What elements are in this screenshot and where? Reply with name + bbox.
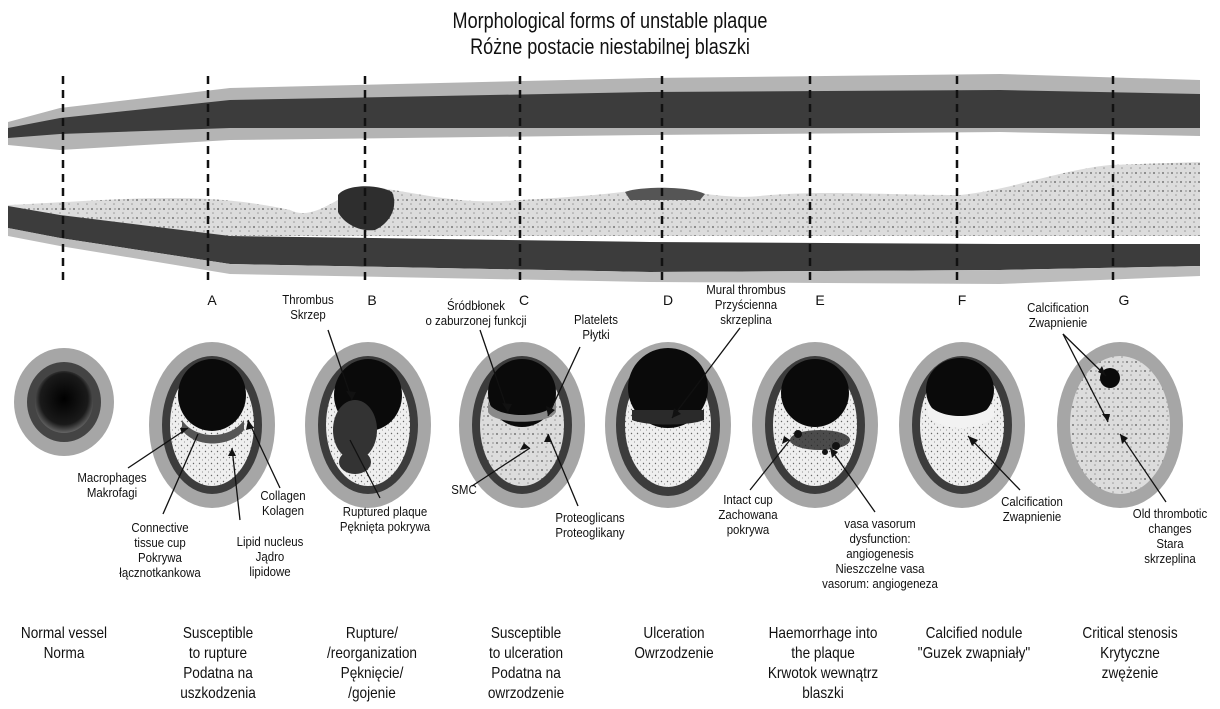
label-calcification-g: CalcificationZwapnienie: [1027, 300, 1089, 330]
stage-calcified-nodule: Calcified nodule"Guzek zwapniały": [918, 624, 1030, 664]
section-letter-b: B: [367, 292, 376, 308]
label-endothelium: Śródbłoneko zaburzonej funkcji: [425, 298, 526, 328]
label-mural-thrombus: Mural thrombusPrzyściennaskrzeplina: [706, 282, 785, 327]
stage-rupture: Rupture//reorganizationPęknięcie//gojeni…: [327, 624, 417, 704]
cross-section-a: [149, 342, 275, 508]
cross-section-f: [899, 342, 1025, 508]
label-ruptured-plaque: Ruptured plaquePęknięta pokrywa: [340, 504, 430, 534]
label-vasa-vasorum: vasa vasorumdysfunction:angiogenesisNies…: [822, 516, 938, 591]
cross-section-g: [1057, 342, 1183, 508]
section-letter-a: A: [207, 292, 216, 308]
plaque-layer: [8, 162, 1200, 236]
label-smc: SMC: [451, 482, 476, 497]
section-letter-d: D: [663, 292, 673, 308]
cross-section-e: [752, 342, 878, 508]
label-macrophages: MacrophagesMakrofagi: [77, 470, 146, 500]
section-letter-g: G: [1119, 292, 1130, 308]
label-proteoglicans: ProteoglicansProteoglikany: [555, 510, 624, 540]
label-connective-cup: Connectivetissue cupPokrywałącznotkankow…: [119, 520, 200, 580]
cross-section-d: [605, 342, 731, 508]
label-old-thrombotic: Old thromboticchangesStaraskrzeplina: [1133, 506, 1207, 566]
label-calcification-f: CalcificationZwapnienie: [1001, 494, 1063, 524]
cross-section-b: [305, 342, 431, 508]
label-lipid-nucleus: Lipid nucleusJądrolipidowe: [237, 534, 304, 579]
stage-ulceration: UlcerationOwrzodzenie: [634, 624, 713, 664]
cross-section-normal: [14, 348, 114, 456]
stage-susceptible-rupture: Susceptibleto rupturePodatna nauszkodzen…: [180, 624, 256, 704]
stage-susceptible-ulceration: Susceptibleto ulcerationPodatna naowrzod…: [488, 624, 564, 704]
section-letter-e: E: [815, 292, 824, 308]
section-letter-f: F: [958, 292, 967, 308]
mural-thrombus-long: [625, 188, 705, 200]
label-thrombus: ThrombusSkrzep: [282, 292, 334, 322]
label-platelets: PlateletsPłytki: [574, 312, 618, 342]
label-intact-cup: Intact cupZachowanapokrywa: [718, 492, 777, 537]
stage-critical-stenosis: Critical stenosisKrytycznezwężenie: [1082, 624, 1177, 684]
stage-haemorrhage: Haemorrhage intothe plaqueKrwotok wewnąt…: [768, 624, 878, 704]
cross-section-c: [459, 342, 585, 508]
stage-normal: Normal vesselNorma: [21, 624, 107, 664]
longitudinal-vessel: [8, 74, 1200, 284]
label-collagen: CollagenKolagen: [260, 488, 305, 518]
